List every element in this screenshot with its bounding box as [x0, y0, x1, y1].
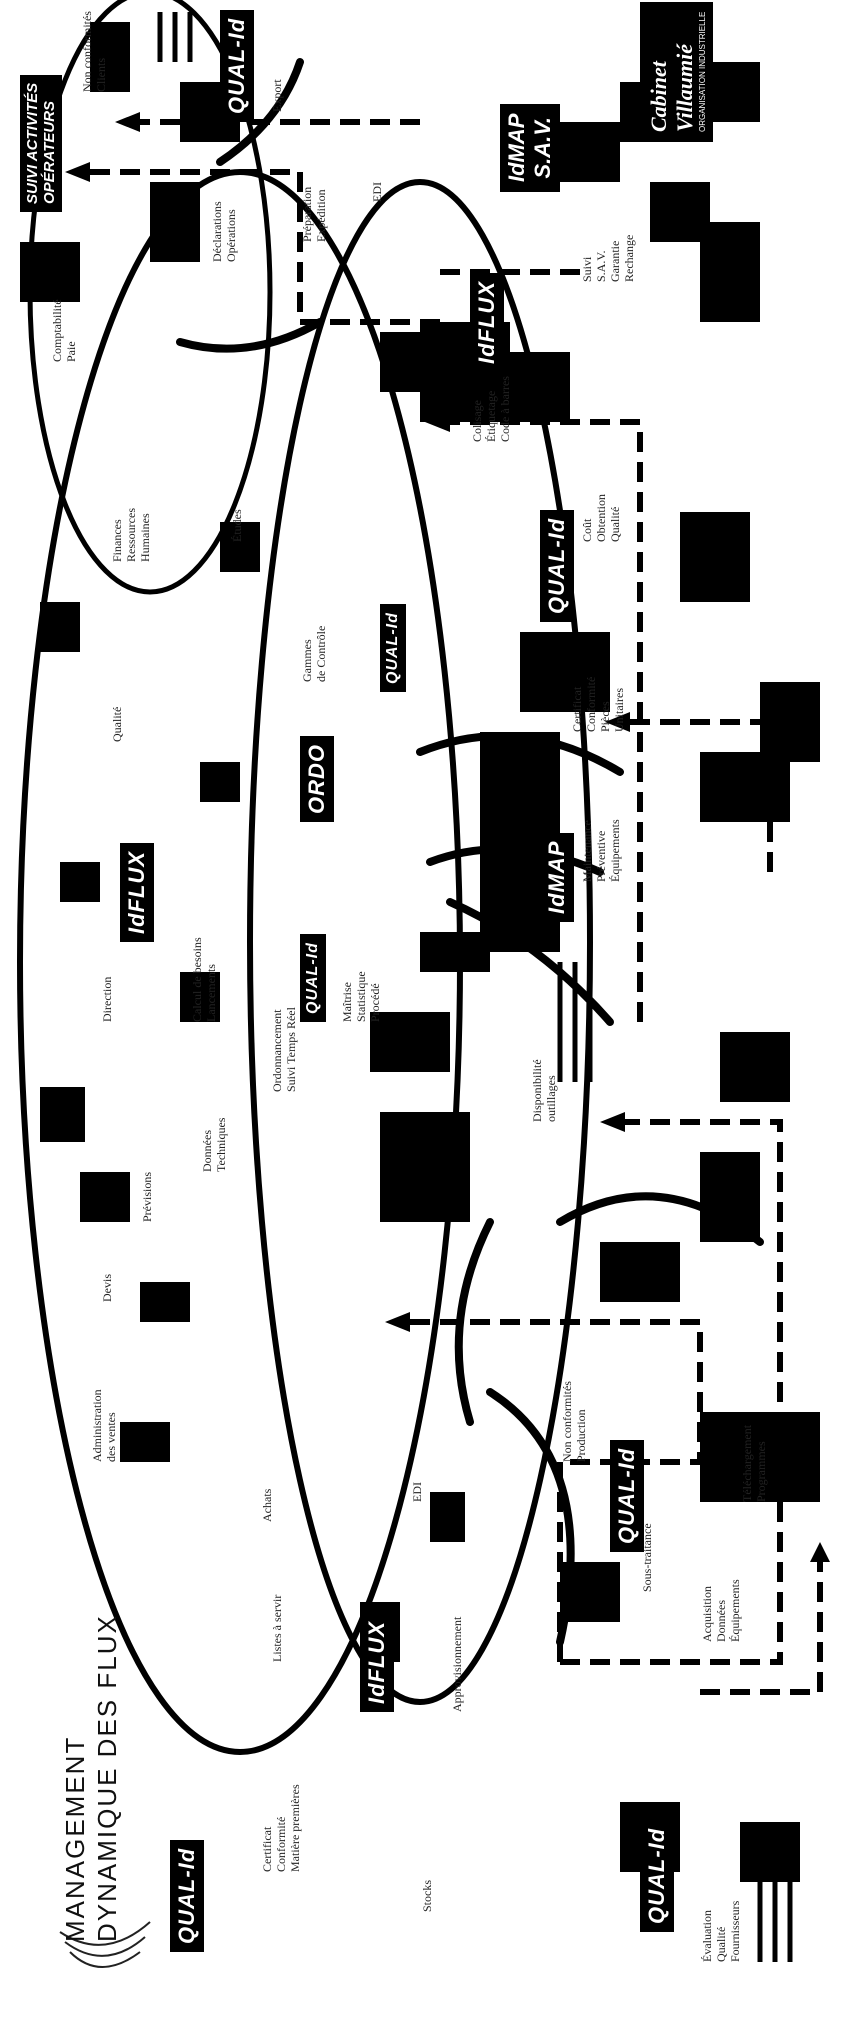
badge-suivi-activites: SUIVI ACTIVITÉS OPÉRATEURS	[20, 74, 62, 212]
cabinet-villaumie-logo: Cabinet Villaumié ORGANISATION INDUSTRIE…	[640, 1, 713, 142]
label-direction: Direction	[100, 976, 114, 1022]
label-suivi-sav: Suivi S.A.V. Garantie Rechange	[580, 234, 636, 282]
label-ordonnancement: Ordonnancement Suivi Temps Réel	[270, 1007, 298, 1092]
title-line1: MANAGEMENT	[60, 1735, 90, 1942]
brand-idflux-bottom: IdFLUX	[360, 1613, 394, 1712]
label-achats: Achats	[260, 1488, 274, 1522]
label-donnees-techniques: Données Techniques	[200, 1117, 228, 1172]
brand-idflux-center: IdFLUX	[120, 843, 154, 942]
label-evaluation: Évaluation Qualité Fournisseurs	[700, 1900, 742, 1962]
label-preparation: Préparation Expédition	[300, 186, 328, 242]
label-finances: Finances Ressources Humaines	[110, 508, 152, 562]
label-stocks: Stocks	[420, 1879, 434, 1912]
brand-qualid-cout: QUAL-Id	[540, 509, 574, 622]
brand-qualid-certificat: QUAL-Id	[170, 1839, 204, 1952]
brand-qualid-nonconf-clients: QUAL-Id	[220, 9, 254, 122]
label-dispo-outillages: Disponibilité outillages	[530, 1059, 558, 1122]
label-maintenance: Maintenance Préventive Équipements	[580, 819, 622, 882]
label-maitrise: Maîtrise Statistique Procédé	[340, 971, 382, 1022]
brand-idflux-right: IdFLUX	[470, 273, 504, 372]
brand-ordo: ORDO	[300, 736, 334, 822]
label-export: Export	[270, 79, 284, 112]
label-admin-ventes: Administration des ventes	[90, 1389, 118, 1462]
label-sous-traitance: Sous-traitance	[640, 1523, 654, 1592]
brand-qualid-gammes: QUAL-Id	[380, 604, 406, 692]
cabinet-line2: Villaumié	[672, 43, 697, 132]
label-cout-qualite: Coût Obtention Qualité	[580, 494, 622, 542]
swoosh-logo	[59, 1921, 151, 1968]
cabinet-tagline: ORGANISATION INDUSTRIELLE	[698, 11, 707, 132]
label-comptabilite: Comptabilité Paie	[50, 299, 78, 362]
label-etudes: Études	[230, 509, 244, 542]
label-acquisition: Acquisition Données Équipements	[700, 1579, 742, 1642]
title-line2: DYNAMIQUE DES FLUX	[92, 1614, 122, 1942]
label-declarations: Déclarations Opérations	[210, 201, 238, 262]
label-nonconf-prod: Non conformités Production	[560, 1381, 588, 1462]
brand-qualid-evaluation: QUAL-Id	[640, 1819, 674, 1932]
label-nonconf-clients: Non conformités Clients	[80, 11, 108, 92]
label-qualite: Qualité	[110, 706, 124, 742]
central-production-ellipse	[247, 179, 593, 1705]
label-edi-right: EDI	[370, 182, 384, 202]
label-listes-service: Listes à servir	[270, 1594, 284, 1662]
label-gammes-controle: Gammes de Contrôle	[300, 625, 328, 682]
brand-idmap: IdMAP	[540, 832, 574, 922]
cabinet-line1: Cabinet	[646, 61, 671, 132]
label-devis: Devis	[100, 1274, 114, 1302]
stripe-bars	[157, 12, 793, 1962]
upper-management-ellipse	[17, 169, 463, 1755]
label-certificat-mp: Certificat Conformité Matière premières	[260, 1784, 302, 1872]
brand-idmap-sav: IdMAP S.A.V.	[500, 103, 560, 192]
label-approvisionnement: Approvisionnement	[450, 1616, 464, 1712]
label-certificat-pieces: Certificat Conformité Pièces Unitaires	[570, 676, 626, 732]
label-prevision: Prévisions	[140, 1171, 154, 1222]
label-telechargement: Téléchargement Programmes	[740, 1424, 768, 1502]
brand-qualid-nonconf-prod: QUAL-Id	[610, 1439, 644, 1552]
brand-qualid-maitrise: QUAL-Id	[300, 934, 326, 1022]
label-colisage: Colisage Étiquetage Code à barres	[470, 376, 512, 442]
label-edi-left: EDI	[410, 1482, 424, 1502]
label-calcul-besoins: Calcul de besoins Lancements	[190, 937, 218, 1022]
